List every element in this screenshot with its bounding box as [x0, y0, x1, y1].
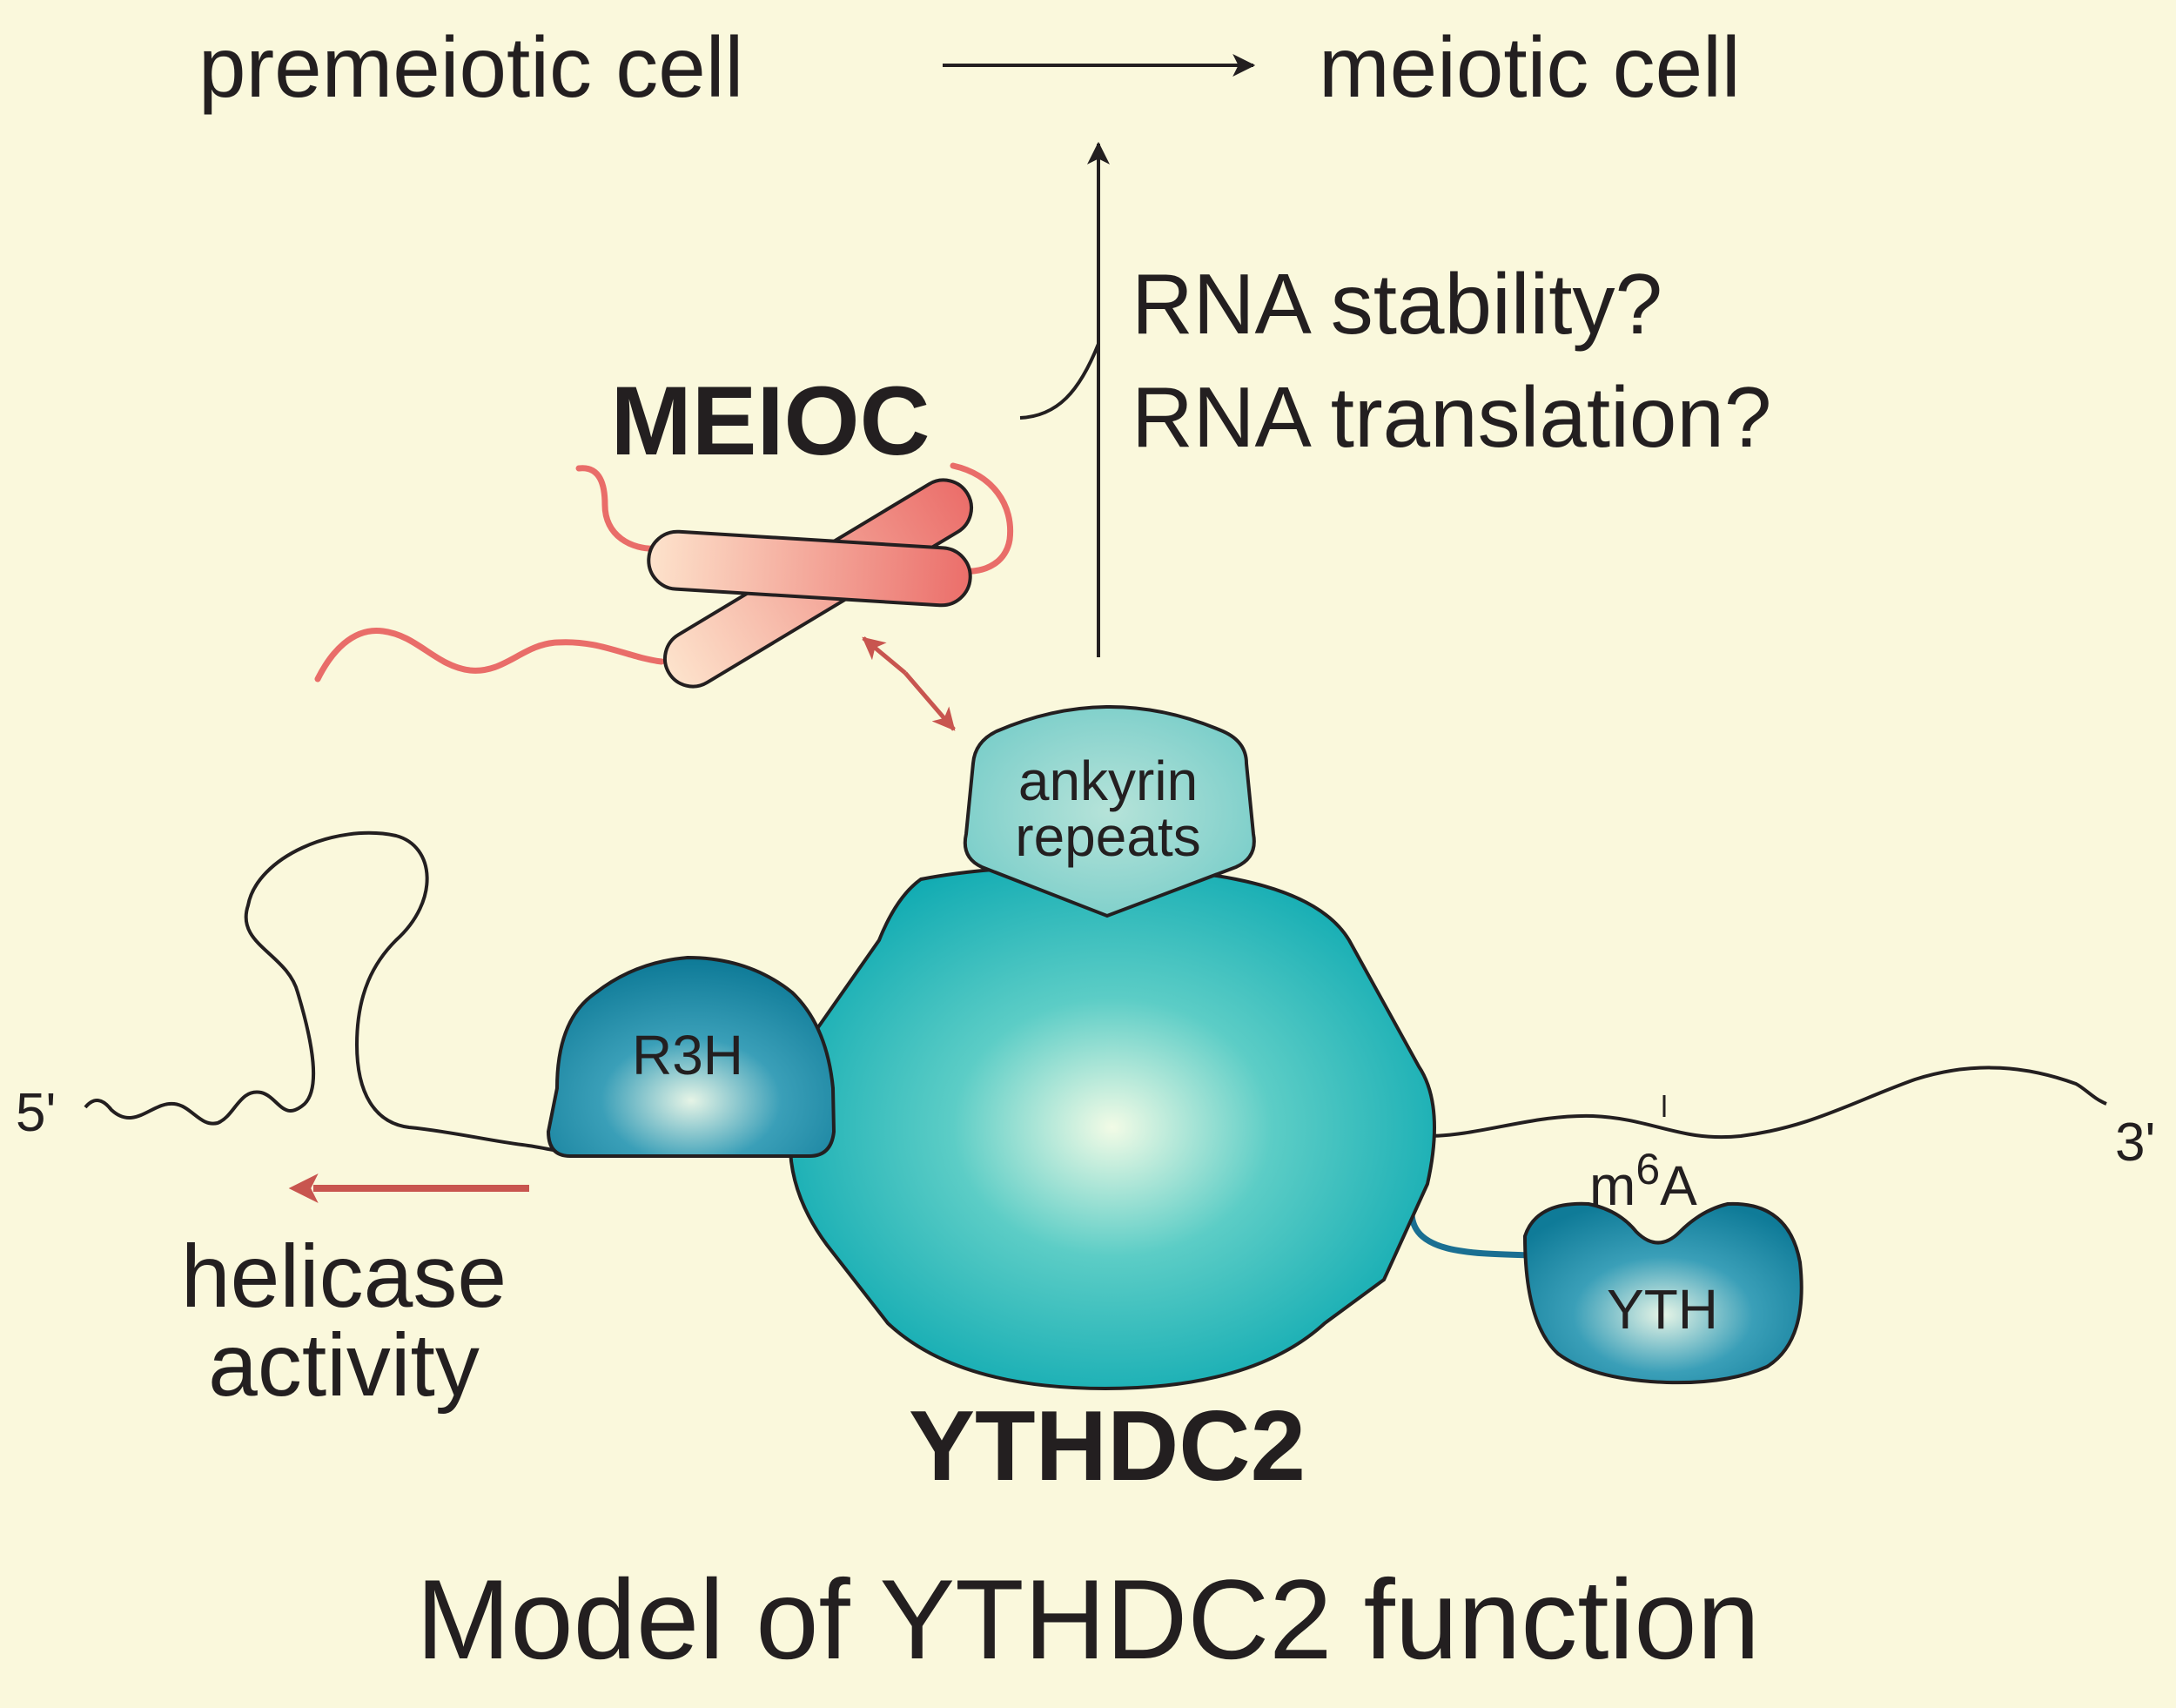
ythdc2-label: YTHDC2	[908, 1391, 1306, 1502]
rna-strand	[84, 830, 2107, 1157]
m6a-label: m6A	[1589, 1147, 1697, 1214]
rna-stability-label: RNA stability?	[1132, 256, 1663, 352]
three-prime-label: 3'	[2115, 1113, 2156, 1173]
helicase-activity-label: helicase activity	[181, 1232, 507, 1409]
ankyrin-label-line1: ankyrin	[1017, 750, 1199, 812]
interaction-arrow-down	[903, 671, 956, 731]
meioc-input-hook	[1019, 343, 1100, 420]
meioc-label: MEIOC	[610, 366, 930, 475]
premeiotic-cell-label: premeiotic cell	[198, 19, 744, 115]
m6a-base: m	[1589, 1154, 1636, 1217]
meioc-tails	[314, 462, 1014, 683]
ythdc2-core-domain	[788, 864, 1436, 1391]
yth-label: YTH	[1607, 1278, 1718, 1341]
yth-domain	[1522, 1201, 1803, 1385]
five-prime-label: 5'	[16, 1083, 57, 1143]
helicase-label-line2: activity	[208, 1315, 480, 1415]
interaction-arrow-up	[862, 636, 907, 675]
m6a-tail: A	[1660, 1154, 1697, 1217]
meioc-helix-front	[647, 529, 972, 608]
yth-linker	[1408, 1214, 1533, 1259]
ankyrin-repeats-label: ankyrin repeats	[1015, 753, 1200, 864]
r3h-label: R3H	[631, 1024, 744, 1086]
ankyrin-label-line2: repeats	[1015, 805, 1201, 868]
m6a-superscript: 6	[1635, 1145, 1661, 1194]
helicase-label-line1: helicase	[180, 1227, 507, 1326]
ankyrin-repeats-domain	[963, 704, 1256, 918]
figure-caption: Model of YTHDC2 function	[416, 1556, 1760, 1683]
r3h-domain	[546, 955, 836, 1158]
meiotic-cell-label: meiotic cell	[1319, 19, 1741, 115]
rna-translation-label: RNA translation?	[1132, 369, 1772, 465]
